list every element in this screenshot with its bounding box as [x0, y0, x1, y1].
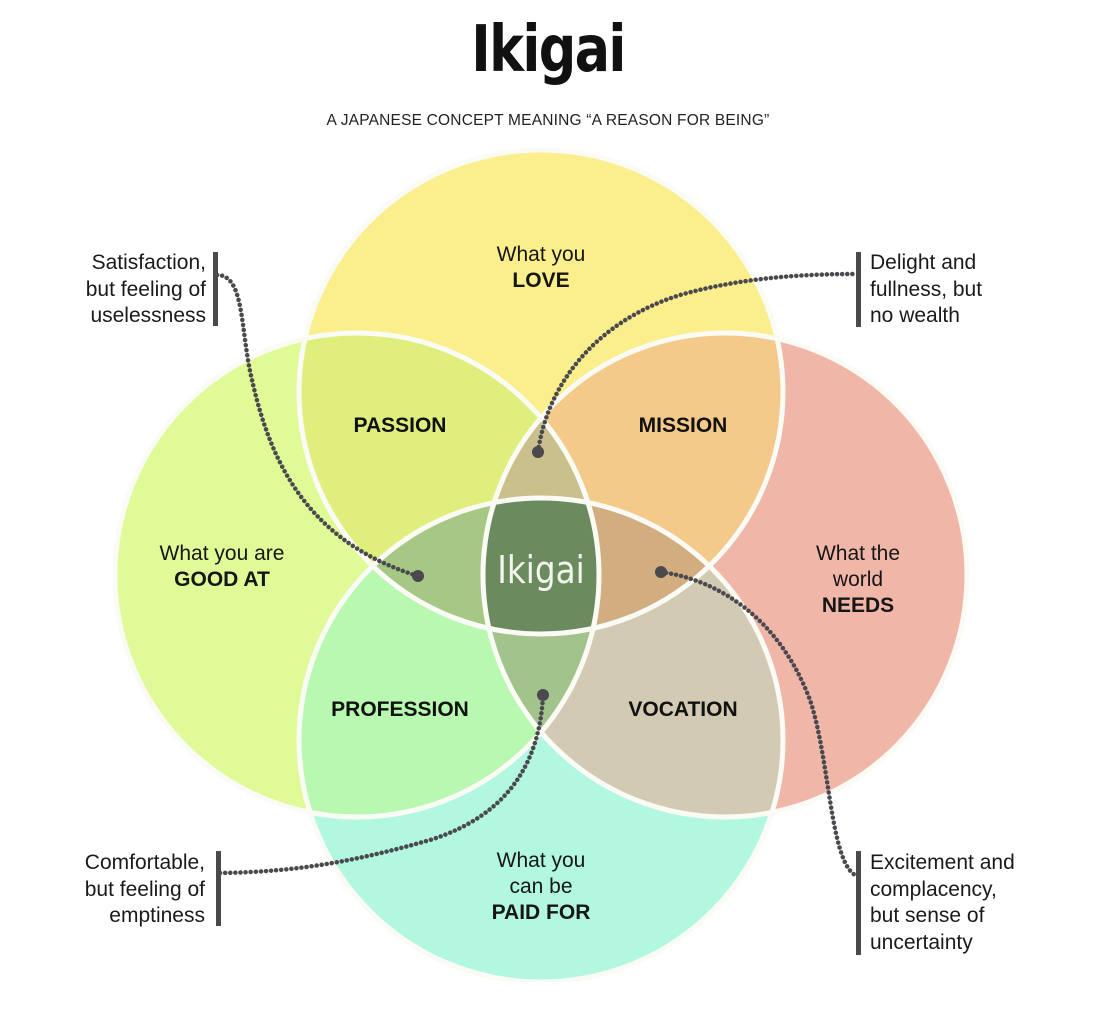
page-subtitle: A JAPANESE CONCEPT MEANING “A REASON FOR…: [326, 112, 770, 129]
note-bottom-right-line: complacency,: [870, 877, 997, 901]
label-profession: PROFESSION: [331, 698, 469, 721]
leader-dot-right: [655, 566, 667, 578]
leader-line-bottom-left: [217, 692, 546, 876]
label-good-at: What you are GOOD AT: [122, 541, 322, 593]
label-needs-line1: What the: [815, 542, 901, 565]
label-good-at-line1: What you are: [159, 542, 285, 565]
leader-line-top-left: [214, 272, 421, 579]
note-bottom-right: Excitement and complacency, but sense of…: [870, 850, 1090, 956]
label-paid-for-line1: What you: [496, 849, 586, 872]
label-mission: MISSION: [638, 414, 728, 437]
label-paid-for-line2: can be: [509, 875, 573, 898]
note-top-left-line: uselessness: [90, 304, 206, 327]
note-top-right: Delight and fullness, but no wealth: [870, 250, 1090, 330]
label-good-at-bold: GOOD AT: [174, 568, 270, 591]
note-top-left-line: Satisfaction,: [91, 251, 206, 274]
leader-dot-top: [532, 446, 544, 458]
note-top-left: Satisfaction, but feeling of uselessness: [6, 250, 206, 330]
label-center-ikigai: Ikigai: [497, 548, 585, 592]
note-bottom-right-line: but sense of: [870, 904, 985, 927]
leader-dot-bottom: [537, 689, 549, 701]
label-love-line1: What you: [496, 243, 586, 266]
note-bottom-left: Comfortable, but feeling of emptiness: [5, 850, 205, 930]
circle-outlines: [112, 147, 970, 982]
leader-dot-left: [412, 570, 424, 582]
outline-love: [296, 147, 786, 637]
label-passion: PASSION: [353, 414, 447, 437]
leader-line-bottom-right: [658, 569, 858, 878]
label-needs-line2: world: [832, 568, 884, 591]
label-love: What you LOVE: [441, 242, 641, 294]
label-paid-for-bold: PAID FOR: [491, 901, 591, 924]
note-bottom-right-line: uncertainty: [870, 930, 973, 954]
label-love-bold: LOVE: [512, 269, 570, 292]
note-top-right-line: fullness, but: [870, 277, 983, 301]
page-title: Ikigai: [471, 13, 626, 87]
bracket-bar-top-right: [856, 252, 861, 327]
label-needs: What the world NEEDS: [758, 541, 958, 619]
label-paid-for: What you can be PAID FOR: [441, 848, 641, 926]
note-bottom-right-line: Excitement and: [870, 851, 1015, 874]
label-vocation: VOCATION: [628, 698, 738, 721]
outline-paid-for: [296, 495, 786, 982]
leader-line-top-right: [535, 271, 860, 455]
bracket-bar-bottom-left: [216, 851, 221, 926]
note-bottom-left-line: but feeling of: [84, 877, 205, 901]
outline-needs: [480, 330, 970, 820]
note-bottom-left-line: Comfortable,: [84, 851, 205, 874]
note-top-right-line: Delight and: [870, 251, 977, 274]
outline-good-at: [112, 330, 602, 820]
bracket-bar-top-left: [213, 252, 218, 326]
label-needs-bold: NEEDS: [821, 594, 895, 617]
note-top-left-line: but feeling of: [85, 277, 206, 301]
note-bottom-left-line: emptiness: [109, 904, 205, 927]
note-top-right-line: no wealth: [870, 304, 960, 327]
bracket-bar-bottom-right: [856, 851, 861, 955]
